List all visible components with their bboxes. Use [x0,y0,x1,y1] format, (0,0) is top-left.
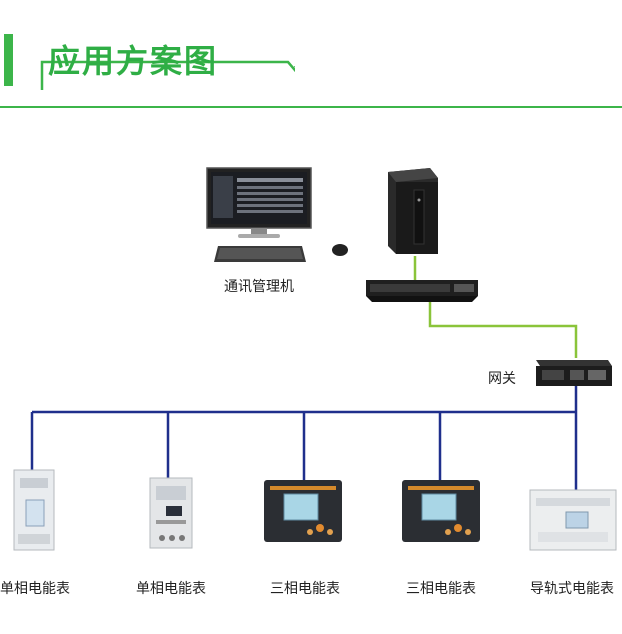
mouse-icon [332,244,348,256]
header-accent-bar [4,34,13,86]
meter-label-5: 导轨式电能表 [530,581,614,597]
switch-icon [366,280,478,302]
meter-icon-1 [13,469,55,551]
title-banner [40,60,295,90]
server-icon [388,168,438,254]
meter-icon-4 [402,480,480,542]
meter-label-3: 三相电能表 [270,581,340,597]
gateway-label: 网关 [488,371,516,387]
meter-icon-3 [264,480,342,542]
keyboard-icon [214,246,306,262]
page-title: 应用方案图 [48,42,219,80]
gateway-icon [536,360,612,386]
monitor-icon [206,167,312,238]
meter-label-1: 单相电能表 [0,581,70,597]
header-divider [0,106,622,108]
meter-label-4: 三相电能表 [406,581,476,597]
rs485-bus [30,386,578,490]
uplink-wires [413,256,578,358]
meter-label-2: 单相电能表 [136,581,206,597]
meter-icon-2 [149,477,193,549]
meter-icon-5 [529,489,617,551]
workstation-label: 通讯管理机 [224,279,294,295]
